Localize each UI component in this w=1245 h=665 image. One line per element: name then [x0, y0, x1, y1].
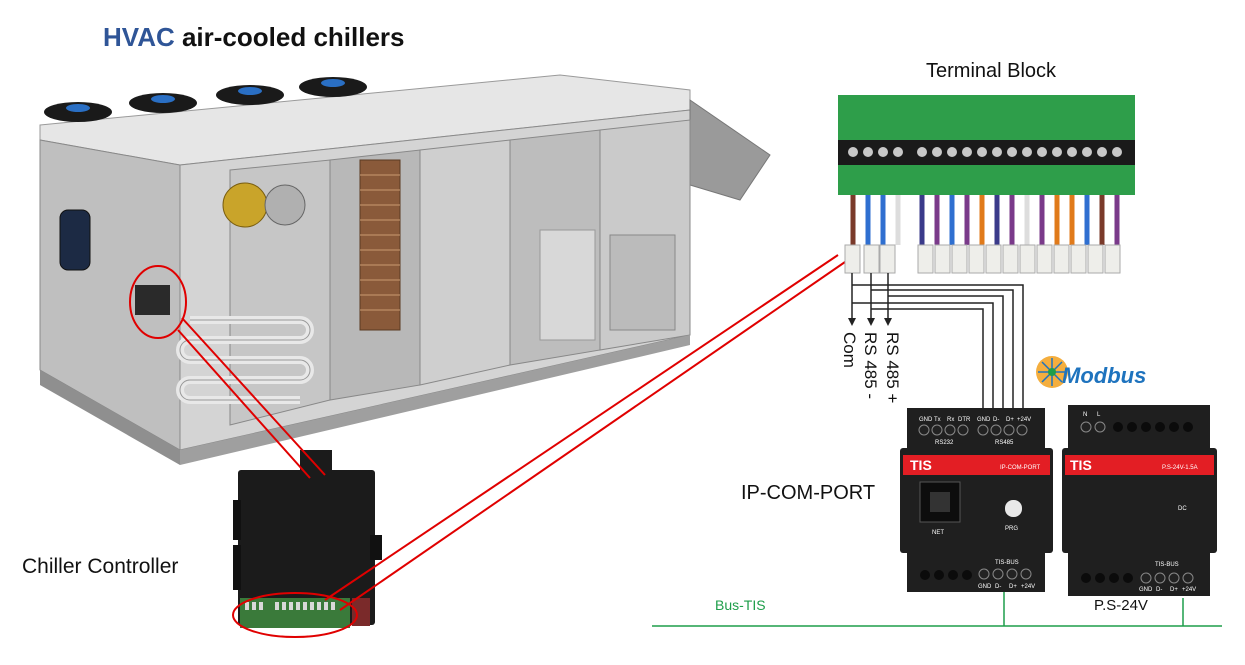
ps-pin-1: L	[1097, 412, 1101, 418]
roof-fan-icon	[44, 77, 367, 122]
ipcom-pin-7: +24V	[1017, 417, 1031, 423]
modbus-logo-icon	[1036, 356, 1068, 388]
ipcom-pin-6: D+	[1006, 417, 1014, 423]
ipcom-model: IP-COM-PORT	[1000, 465, 1041, 471]
ps-dc: DC	[1178, 506, 1187, 512]
bus-tis-label: Bus-TIS	[715, 597, 766, 613]
ipcom-bus-pin-3: +24V	[1021, 584, 1035, 590]
title-highlight: HVAC	[103, 22, 175, 52]
ps-24v-device: N L DC TIS-BUS GND D- D+ +24V TIS P.S-24…	[1062, 405, 1217, 596]
terminal-block-label: Terminal Block	[926, 60, 1057, 82]
ipcom-pin-3: DTR	[958, 417, 971, 423]
ps-bus-pin-0: GND	[1139, 587, 1153, 593]
ipcom-bus-pin-1: D-	[995, 584, 1001, 590]
ip-com-port-device: GND Tx Rx DTR GND D- D+ +24V RS232 RS485…	[900, 408, 1053, 592]
ipcom-pin-0: GND	[919, 417, 933, 423]
com-label: Com	[840, 332, 859, 368]
chiller-controller-label: Chiller Controller	[22, 555, 179, 578]
ps-brand: TIS	[1070, 457, 1092, 473]
ps-bus-title: TIS-BUS	[1155, 562, 1179, 568]
title-rest: air-cooled chillers	[174, 22, 405, 52]
ipcom-brand: TIS	[910, 457, 932, 473]
ipcom-pin-1: Tx	[934, 417, 941, 423]
rs485-minus-label: RS 485 -	[861, 332, 880, 400]
ipcom-group-rs232: RS232	[935, 440, 954, 446]
ipcom-net: NET	[932, 530, 944, 536]
ipcom-bus-pin-0: GND	[978, 584, 992, 590]
rs485-wiring	[848, 273, 1024, 408]
pointer-lines	[129, 254, 846, 638]
ipcom-prg: PRG	[1005, 526, 1018, 532]
chiller-unit-image	[39, 74, 771, 465]
ps-pin-0: N	[1083, 412, 1087, 418]
ps-bus-pin-2: D+	[1170, 587, 1178, 593]
rs485-plus-label: RS 485 +	[883, 332, 902, 404]
page-title: HVAC air-cooled chillers	[103, 22, 405, 53]
ipcom-group-rs485: RS485	[995, 440, 1014, 446]
terminal-block-image	[838, 95, 1135, 274]
ipcom-pin-4: GND	[977, 417, 991, 423]
ps-bus-pin-1: D-	[1156, 587, 1162, 593]
ps-24v-label: P.S-24V	[1094, 597, 1148, 614]
ps-bus-pin-3: +24V	[1182, 587, 1196, 593]
modbus-logo-text: Modbus	[1062, 363, 1147, 388]
ipcom-pin-5: D-	[993, 417, 999, 423]
ipcom-bus-pin-2: D+	[1009, 584, 1017, 590]
ps-model: P.S-24V-1.5A	[1162, 465, 1198, 471]
chiller-controller-device	[233, 450, 382, 628]
ip-com-port-label: IP-COM-PORT	[741, 482, 876, 504]
ipcom-pin-2: Rx	[947, 417, 954, 423]
bus-tis-line	[652, 590, 1222, 627]
ipcom-bus-title: TIS-BUS	[995, 560, 1019, 566]
